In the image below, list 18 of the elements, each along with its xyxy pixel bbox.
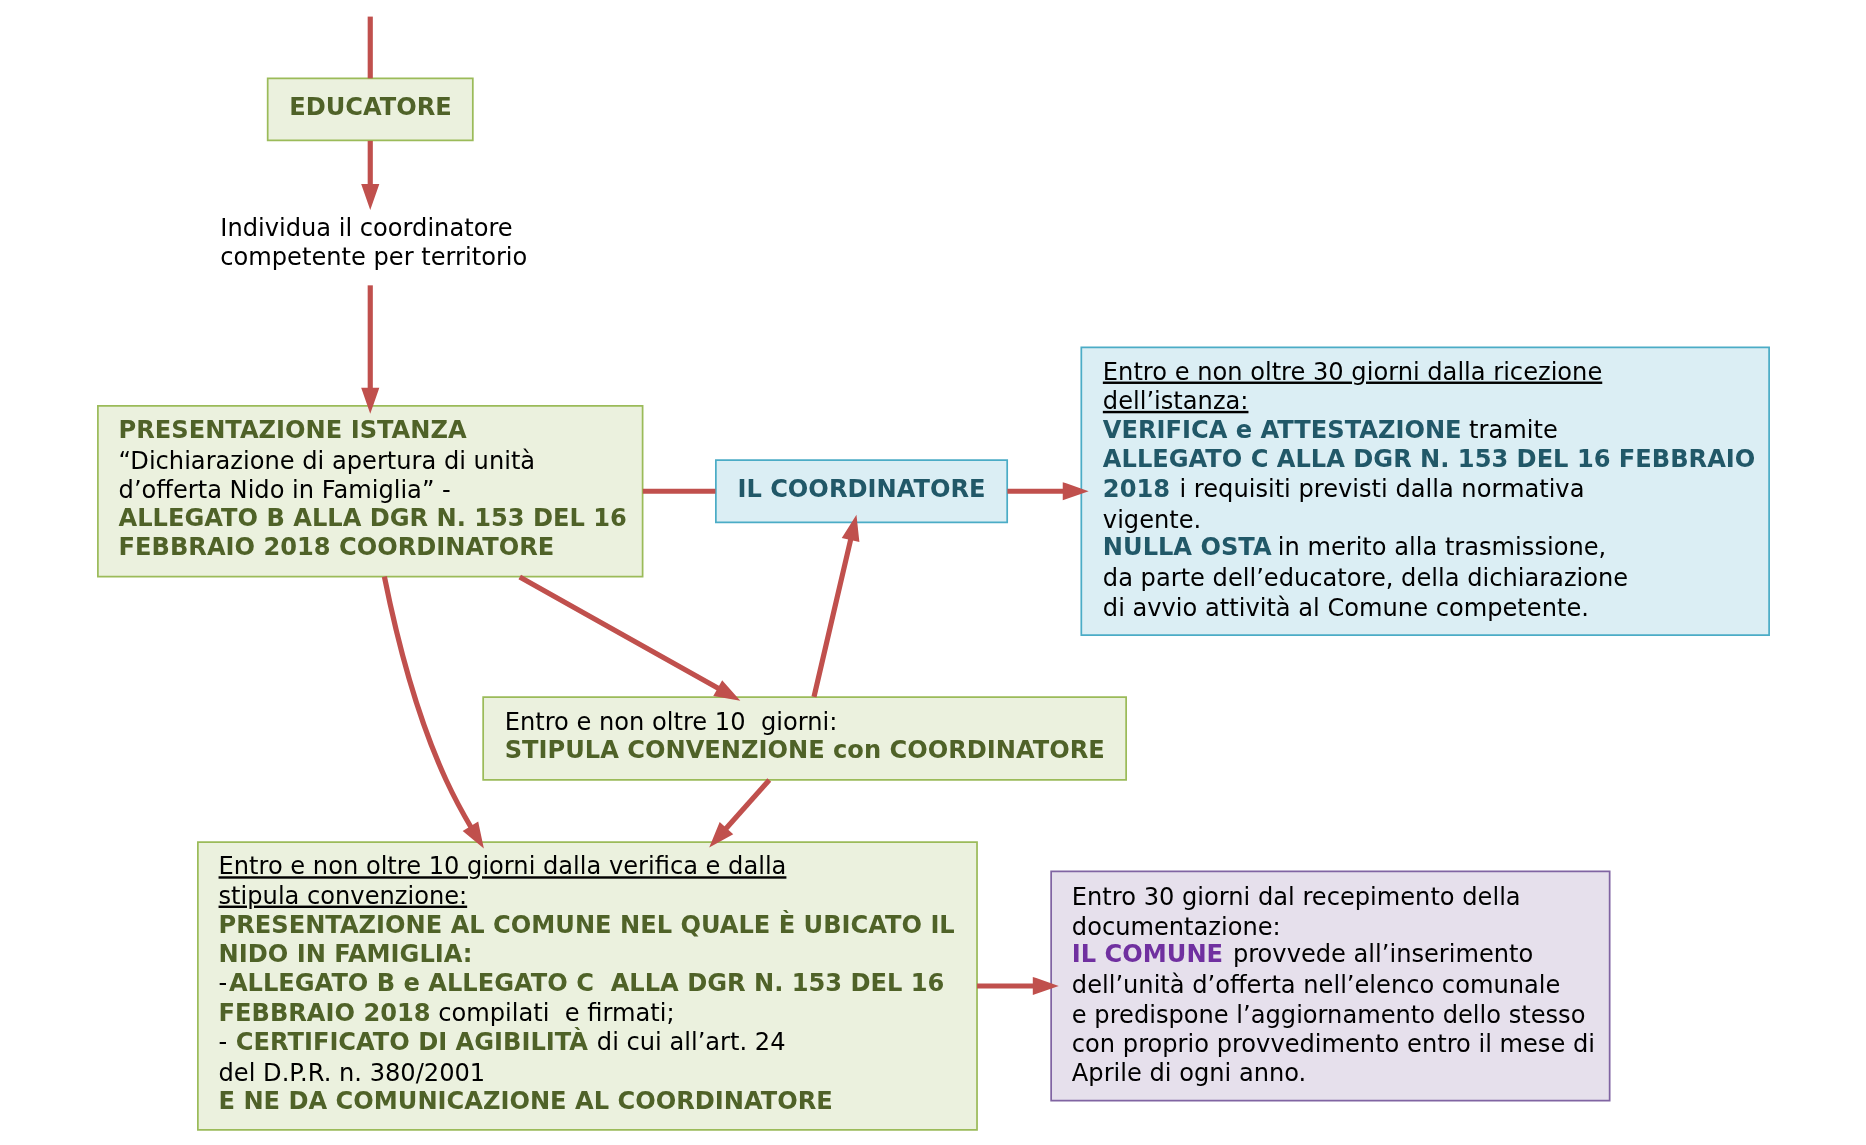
arrow	[381, 576, 484, 849]
node-box: Entro 30 giorni dal recepimento della documentazione: IL COMUNE provvede all’inserimento dell’unità d’offerta nell’elenco comunale e predispone l’aggiornamento dello stesso con proprio provvedimento entro il mese di Aprile di ogni anno.	[1049, 870, 1610, 1102]
arrow	[517, 574, 740, 701]
arrow	[360, 140, 379, 210]
node-box: EDUCATORE	[266, 77, 474, 142]
node-box: Entro e non oltre 10 giorni dalla verifica e dalla stipula convenzione: PRESENTAZIONE AL COMUNE NEL QUALE È UBICATO IL NIDO IN FAMIGLIA: -ALLEGATO B e ALLEGATO C ALLA DGR N. 153 DEL 16 FEBBRAIO 2018 compilati e firmati; - CERTIFICATO DI AGIBILITÀ di cui all’art. 24 del D.P.R. n. 380/2001 E NE DA COMUNICAZIONE AL COORDINATORE	[196, 841, 978, 1131]
connector	[642, 488, 715, 494]
arrow	[810, 514, 859, 698]
arrow	[708, 778, 771, 848]
node-box: IL COORDINATORE	[714, 459, 1008, 524]
connector	[367, 16, 373, 79]
node-text: Individua il coordinatore competente per territorio	[219, 213, 527, 271]
arrow	[1006, 482, 1089, 501]
arrow	[976, 976, 1059, 996]
arrow	[360, 285, 379, 414]
node-box: PRESENTAZIONE ISTANZA “Dichiarazione di apertura di unità d’offerta Nido in Famiglia” - ALLEGATO B ALLA DGR N. 153 DEL 16 FEBBRAIO 2018 COORDINATORE	[96, 405, 643, 578]
node-box: Entro e non oltre 30 giorni dalla ricezione dell’istanza: VERIFICA e ATTESTAZIONE tramite ALLEGATO C ALLA DGR N. 153 DEL 16 FEBBRAIO 2018 i requisiti previsti dalla normativa vigente. NULLA OSTA in merito alla trasmissione, da parte dell’educatore, della dichiarazione di avvio attività al Comune competente.	[1079, 346, 1770, 637]
node-box: Entro e non oltre 10 giorni: STIPULA CONVENZIONE con COORDINATORE	[481, 696, 1127, 781]
